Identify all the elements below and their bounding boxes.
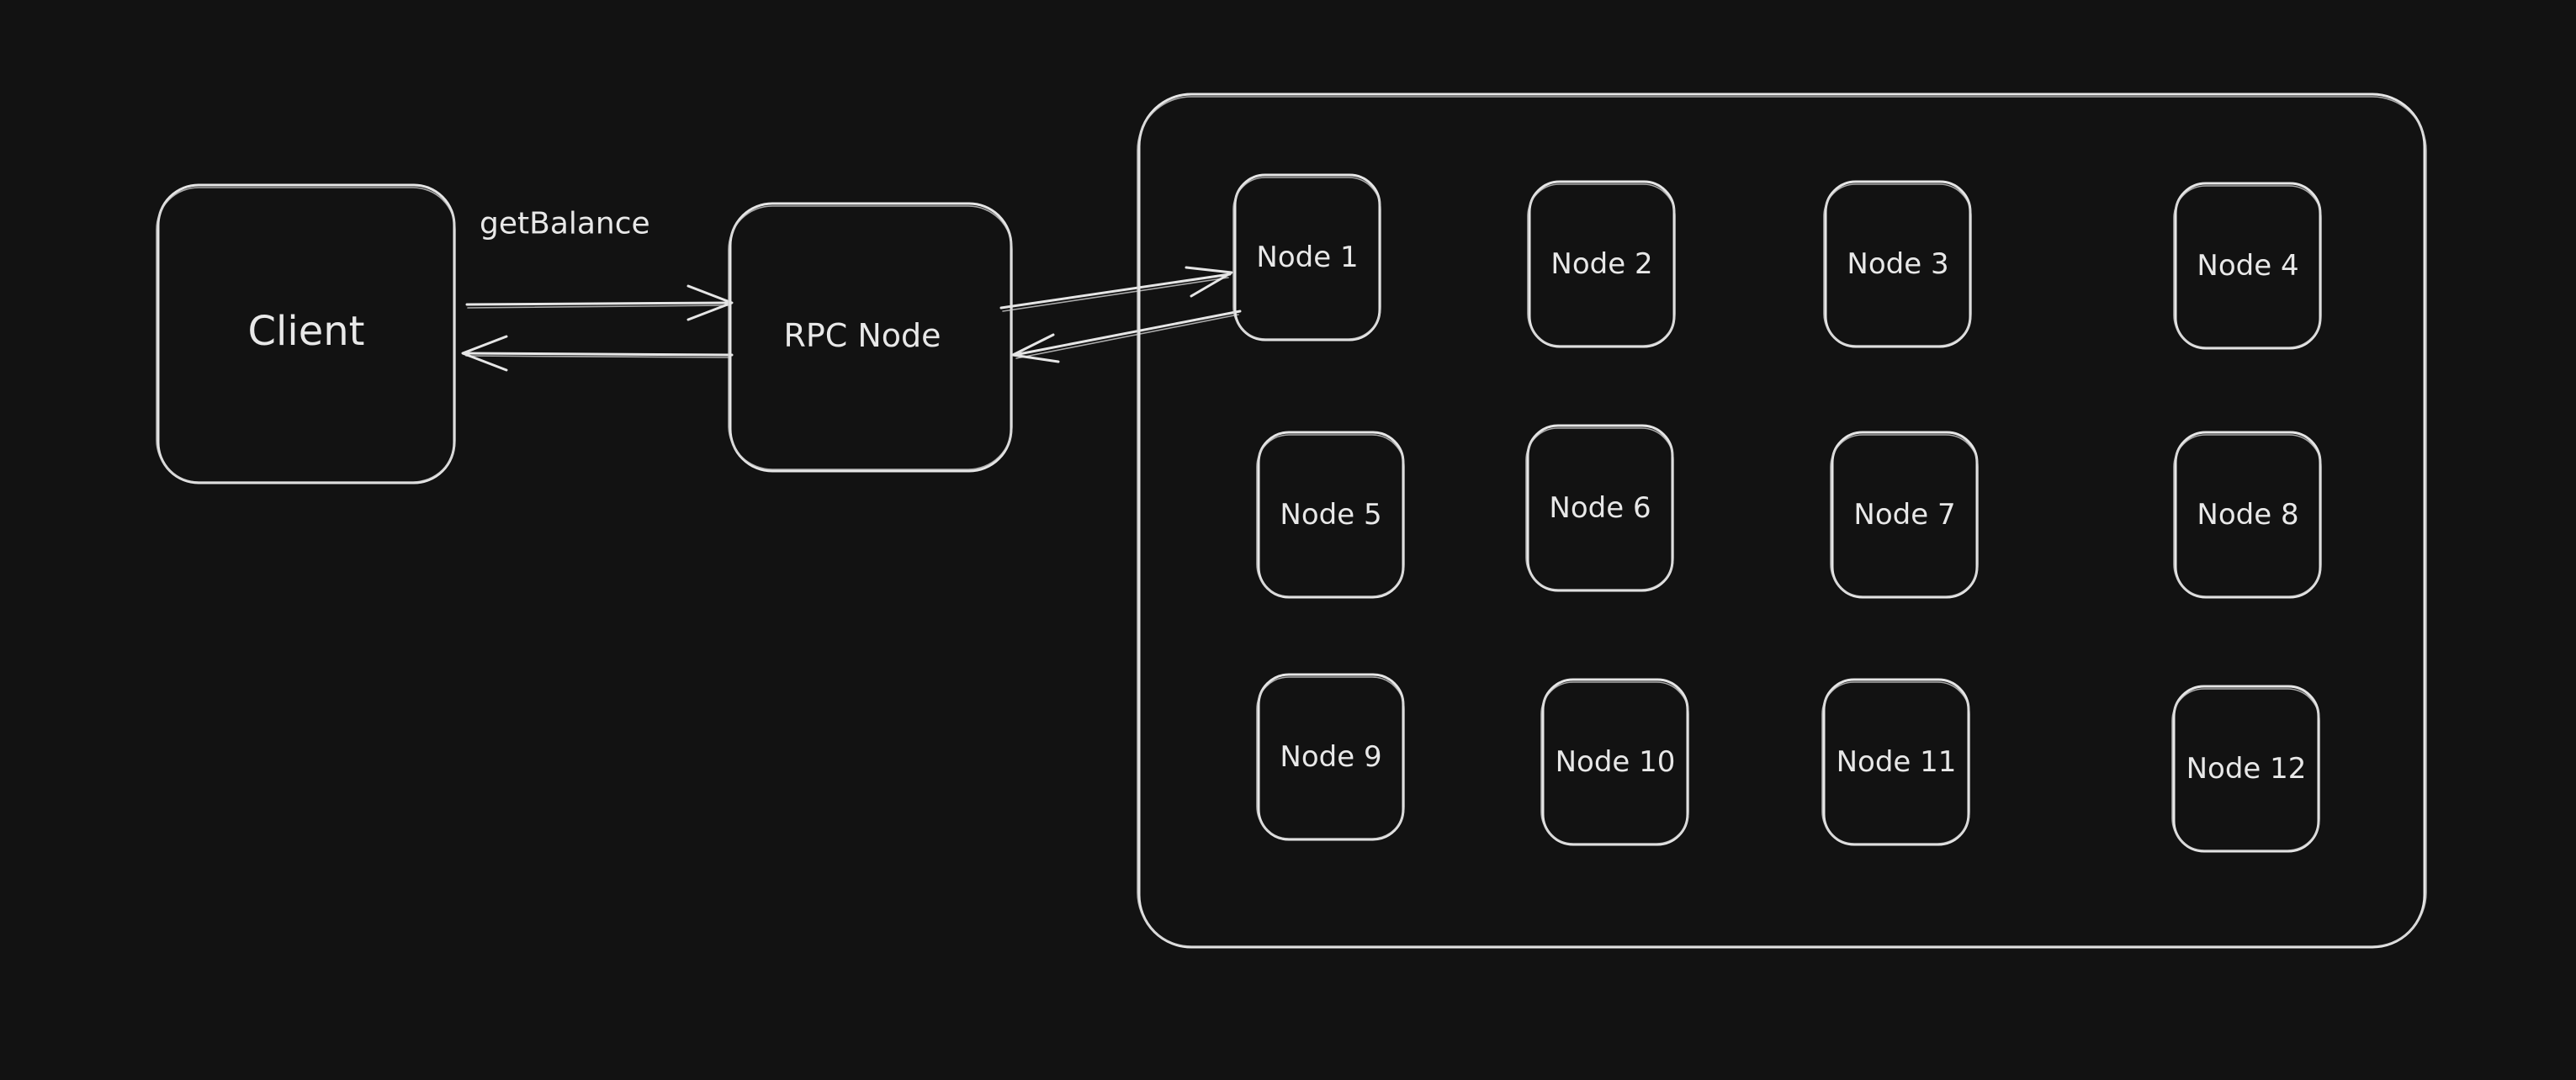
node-5[interactable]: Node 5 xyxy=(1256,431,1405,599)
node-10[interactable]: Node 10 xyxy=(1540,678,1689,846)
node-label: Node 5 xyxy=(1280,498,1381,532)
arrow-rpc-to-client xyxy=(461,335,734,372)
node-label: Node 8 xyxy=(2197,498,2298,532)
arrow-cluster-to-rpc xyxy=(1011,310,1242,363)
node-label: Node 6 xyxy=(1549,491,1651,525)
node-label: Node 10 xyxy=(1556,745,1676,779)
client-box[interactable]: Client xyxy=(156,183,456,484)
node-label: Node 1 xyxy=(1256,241,1358,274)
node-label: Node 12 xyxy=(2186,752,2307,786)
rpc-node-label: RPC Node xyxy=(783,317,941,354)
node-11[interactable]: Node 11 xyxy=(1821,678,1970,846)
request-label: getBalance xyxy=(480,207,650,241)
arrow-client-to-rpc xyxy=(465,284,734,321)
node-2[interactable]: Node 2 xyxy=(1527,180,1676,348)
node-1[interactable]: Node 1 xyxy=(1232,173,1381,341)
node-12[interactable]: Node 12 xyxy=(2171,685,2320,853)
node-label: Node 4 xyxy=(2197,249,2298,283)
node-cluster xyxy=(1137,93,2427,949)
node-label: Node 2 xyxy=(1550,247,1652,281)
node-label: Node 7 xyxy=(1853,498,1955,532)
node-7[interactable]: Node 7 xyxy=(1830,431,1979,599)
node-4[interactable]: Node 4 xyxy=(2173,182,2322,350)
node-label: Node 9 xyxy=(1280,740,1381,774)
rpc-node-box[interactable]: RPC Node xyxy=(728,202,1013,473)
arrow-rpc-to-cluster xyxy=(999,266,1233,312)
node-label: Node 3 xyxy=(1847,247,1948,281)
node-9[interactable]: Node 9 xyxy=(1256,673,1405,841)
node-3[interactable]: Node 3 xyxy=(1823,180,1972,348)
node-8[interactable]: Node 8 xyxy=(2173,431,2322,599)
node-label: Node 11 xyxy=(1837,745,1957,779)
client-label: Client xyxy=(248,308,365,355)
node-grid: Node 1 Node 2 Node 3 Node 4 Node 5 Node … xyxy=(1232,173,2322,853)
node-6[interactable]: Node 6 xyxy=(1525,424,1674,592)
